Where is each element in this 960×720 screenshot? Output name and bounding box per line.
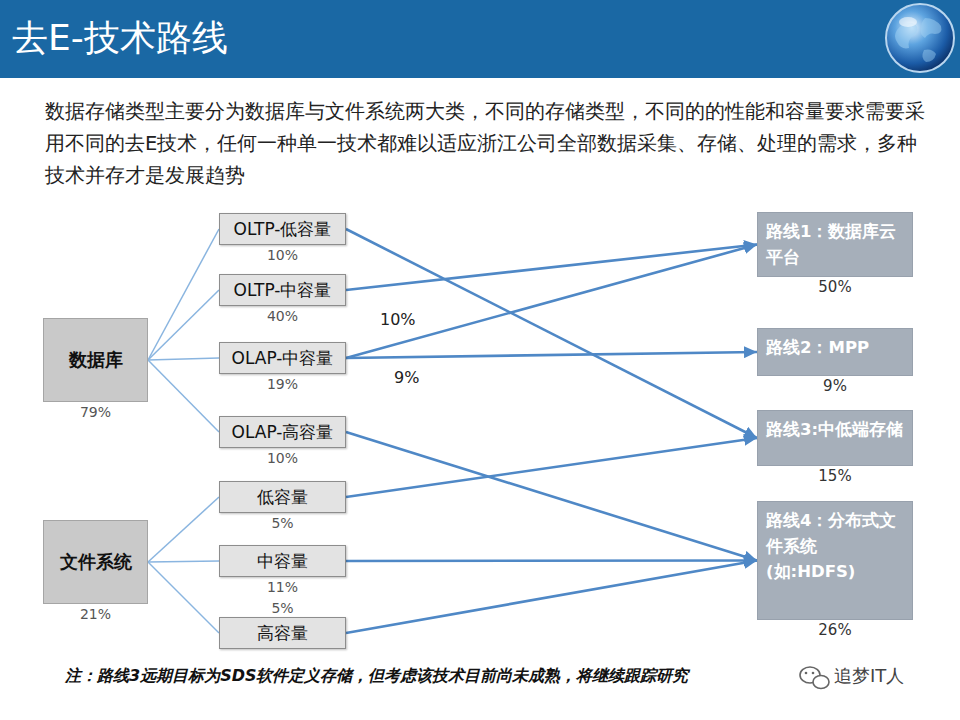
flow-arrow: [346, 432, 757, 561]
subcategory-box: 高容量5%: [219, 617, 346, 649]
box-label: OLTP-低容量: [234, 218, 332, 241]
flow-arrow: [346, 245, 757, 290]
route-box: 路线1：数据库云平台50%: [757, 212, 913, 277]
intro-paragraph: 数据存储类型主要分为数据库与文件系统两大类，不同的存储类型，不同的的性能和容量要…: [45, 96, 925, 192]
box-label: 路线1：数据库云平台: [766, 219, 904, 270]
branch-line: [148, 229, 219, 360]
subcategory-box: OLTP-中容量40%: [219, 274, 346, 306]
slide-title: 去E-技术路线: [12, 14, 228, 63]
flow-arrow: [346, 352, 757, 358]
branch-line: [148, 561, 219, 562]
share-percent: 5%: [200, 515, 365, 531]
share-percent: 79%: [24, 404, 167, 420]
box-label: 高容量: [257, 622, 308, 645]
watermark: 追梦IT人: [834, 664, 944, 688]
share-percent: 50%: [738, 279, 932, 295]
category-box: 数据库79%: [43, 318, 148, 402]
flow-arrow: [346, 438, 757, 497]
flow-arrow: [346, 559, 757, 562]
title-bar: 去E-技术路线: [0, 0, 960, 78]
flow-arrow: [346, 229, 757, 438]
category-box: 文件系统21%: [43, 520, 148, 604]
branch-line: [148, 562, 219, 633]
branch-line: [148, 358, 219, 360]
footnote: 注：路线3远期目标为SDS软件定义存储，但考虑该技术目前尚未成熟，将继续跟踪研究: [65, 665, 785, 687]
subcategory-box: 低容量5%: [219, 481, 346, 513]
share-percent: 40%: [200, 308, 365, 324]
globe-icon: [886, 4, 954, 72]
share-percent: 26%: [738, 622, 932, 638]
box-label: 路线2：MPP: [766, 335, 869, 361]
route-box: 路线4：分布式文件系统(如:HDFS)26%: [757, 501, 913, 620]
box-label: 中容量: [257, 550, 308, 573]
share-percent: 9%: [738, 378, 932, 394]
box-label: OLAP-高容量: [232, 421, 334, 444]
branch-line: [148, 497, 219, 562]
share-percent: 15%: [738, 468, 932, 484]
subcategory-box: OLAP-高容量10%: [219, 416, 346, 448]
box-label: 路线3:中低端存储: [766, 417, 903, 443]
box-label: 数据库: [69, 348, 123, 372]
share-percent: 10%: [200, 450, 365, 466]
share-percent: 21%: [24, 606, 167, 622]
subcategory-box: OLAP-中容量19%: [219, 342, 346, 374]
edge-label: 10%: [378, 310, 418, 329]
share-percent: 11%: [200, 579, 365, 595]
subcategory-box: 中容量11%: [219, 545, 346, 577]
share-percent: 19%: [200, 376, 365, 392]
wechat-icon: [800, 667, 829, 689]
box-label: OLTP-中容量: [234, 279, 332, 302]
route-box: 路线2：MPP9%: [757, 328, 913, 376]
branch-line: [148, 360, 219, 432]
subcategory-box: OLTP-低容量10%: [219, 213, 346, 245]
branch-line: [148, 290, 219, 360]
box-label: 低容量: [257, 486, 308, 509]
flow-arrow: [346, 561, 757, 634]
share-percent: 5%: [200, 600, 365, 616]
box-label: 文件系统: [60, 550, 132, 574]
route-box: 路线3:中低端存储15%: [757, 410, 913, 466]
edge-label: 9%: [392, 368, 421, 387]
box-label: 路线4：分布式文件系统(如:HDFS): [766, 508, 904, 585]
share-percent: 10%: [200, 247, 365, 263]
flow-arrow: [346, 245, 757, 358]
box-label: OLAP-中容量: [232, 347, 334, 370]
